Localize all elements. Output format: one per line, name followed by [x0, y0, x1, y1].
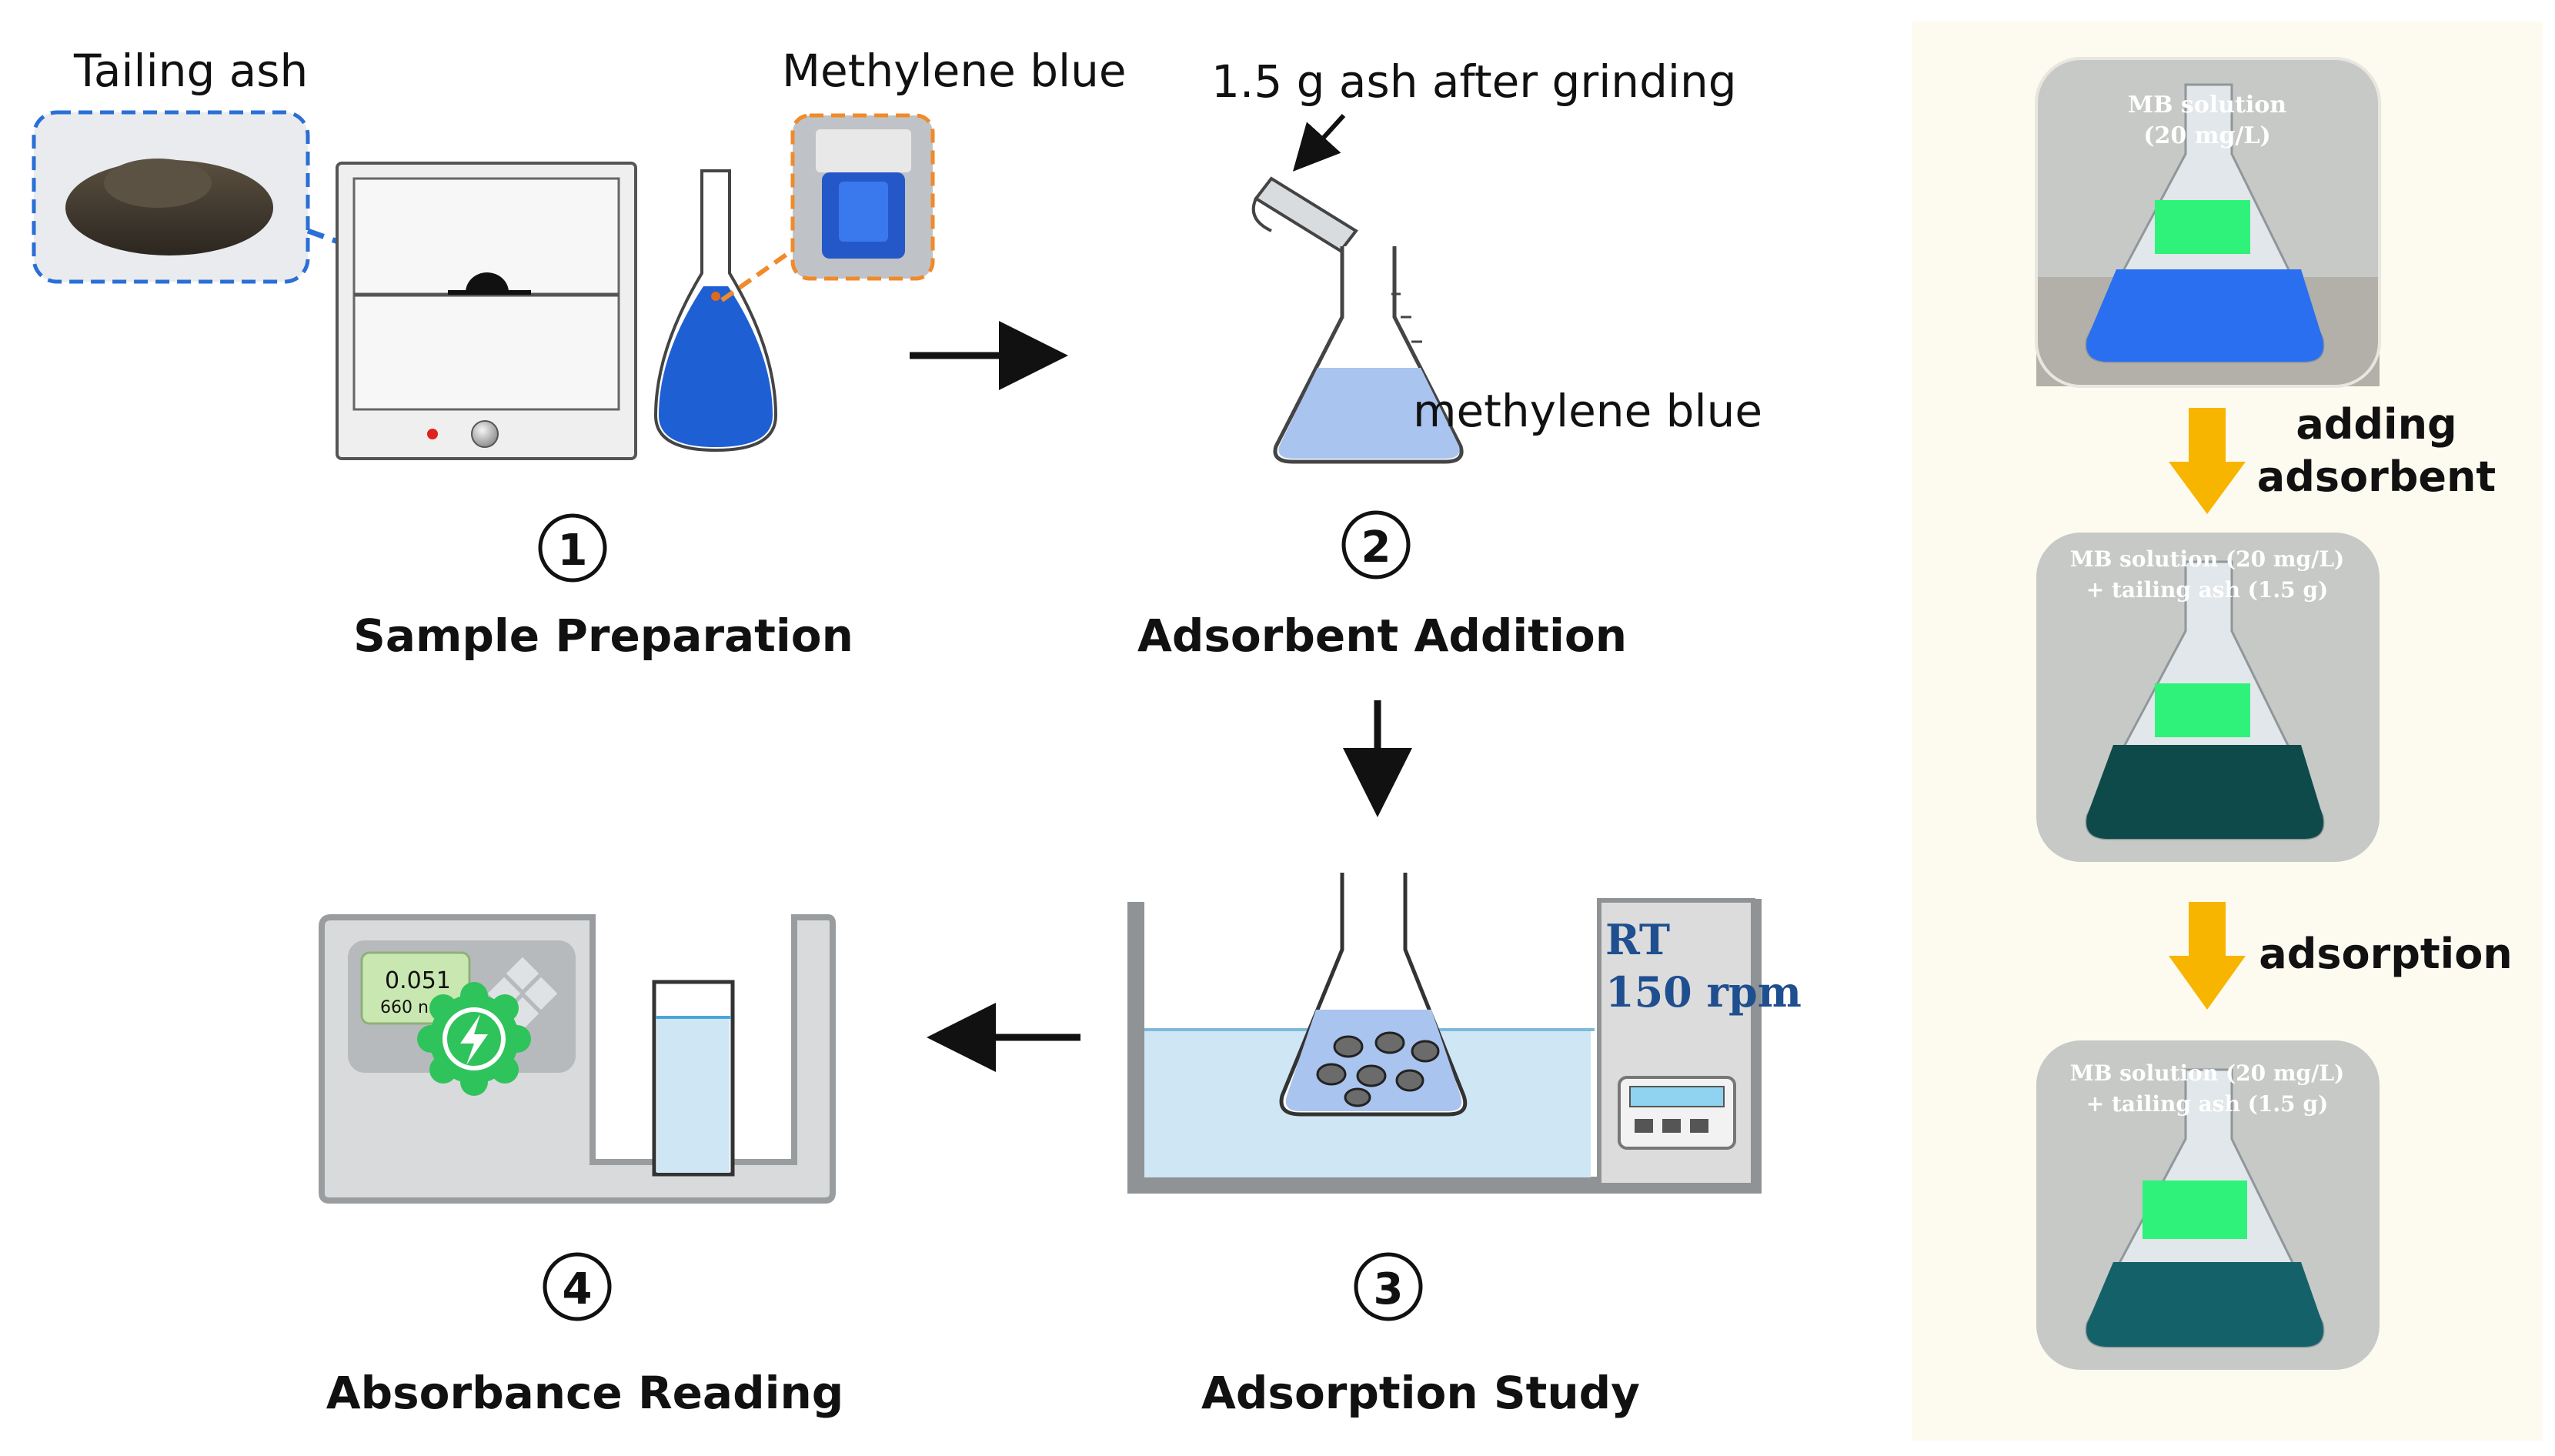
mb-callout-line — [720, 248, 794, 302]
step1-badge: 1 — [538, 513, 607, 583]
methylene-blue-bottle-photo — [790, 113, 935, 281]
svg-text:3: 3 — [1374, 1264, 1404, 1314]
lightning-badge-icon — [417, 982, 531, 1096]
methylene-blue-label: Methylene blue — [782, 45, 1127, 97]
step2-title: Adsorbent Addition — [1137, 609, 1627, 662]
svg-text:1: 1 — [558, 526, 588, 576]
speed-label: 150 rpm — [1605, 967, 1802, 1017]
step2-group: 1.5 g ash after grinding methylene blue … — [1137, 55, 1762, 662]
yellow-arrow-adsorption — [2169, 902, 2246, 1010]
photo-panel: MB solution (20 mg/L) adding adsorbent M… — [1912, 22, 2543, 1441]
methylene-blue-solution-label: methylene blue — [1413, 385, 1762, 437]
scoop-icon — [1251, 176, 1358, 253]
photo2-caption-line1: MB solution (20 mg/L) — [2070, 546, 2345, 572]
erlenmeyer-flask-icon — [1273, 246, 1464, 464]
photo-mb-with-ash: MB solution (20 mg/L) + tailing ash (1.5… — [2036, 533, 2380, 862]
tailing-ash-photo — [32, 110, 310, 284]
svg-text:2: 2 — [1361, 523, 1391, 573]
oven-icon — [336, 162, 637, 460]
photo2-caption-line2: + tailing ash (1.5 g) — [2086, 577, 2328, 603]
step1-group: Tailing ash Methylene blue — [32, 45, 1127, 662]
photo3-caption-line2: + tailing ash (1.5 g) — [2086, 1091, 2328, 1117]
absorbance-display-value: 0.051 — [385, 967, 451, 994]
flask-with-ash-icon — [1279, 873, 1468, 1117]
photo-mb-solution: MB solution (20 mg/L) — [2035, 57, 2381, 388]
yellow-arrow-adding-adsorbent — [2169, 408, 2246, 514]
adsorbent-label: adsorbent — [2257, 452, 2497, 501]
volumetric-flask-icon — [653, 169, 778, 452]
step2-badge: 2 — [1341, 510, 1411, 579]
temperature-label: RT — [1605, 915, 1670, 964]
adding-label: adding — [2296, 400, 2456, 449]
step4-title: Absorbance Reading — [326, 1367, 844, 1419]
photo3-caption-line1: MB solution (20 mg/L) — [2070, 1060, 2345, 1086]
photo-after-adsorption: MB solution (20 mg/L) + tailing ash (1.5… — [2036, 1040, 2380, 1370]
tailing-ash-label: Tailing ash — [73, 45, 308, 97]
step1-title: Sample Preparation — [353, 609, 853, 662]
shaker-bath-icon: RT 150 rpm — [1127, 898, 1802, 1194]
step3-group: RT 150 rpm 3 Adsorption Study — [1127, 873, 1802, 1419]
step4-badge: 4 — [543, 1252, 612, 1321]
photo1-caption-line1: MB solution — [2128, 92, 2286, 119]
ash-after-grinding-label: 1.5 g ash after grinding — [1211, 55, 1737, 108]
adsorption-label: adsorption — [2259, 930, 2512, 978]
step3-badge: 3 — [1354, 1252, 1423, 1321]
spectrophotometer-icon: 0.051 660 nm — [319, 914, 836, 1204]
step4-group: 0.051 660 nm — [319, 914, 844, 1419]
ash-pointer-arrow — [1292, 113, 1346, 172]
step3-title: Adsorption Study — [1201, 1367, 1640, 1419]
photo1-caption-line2: (20 mg/L) — [2143, 122, 2270, 149]
svg-text:4: 4 — [563, 1264, 593, 1314]
